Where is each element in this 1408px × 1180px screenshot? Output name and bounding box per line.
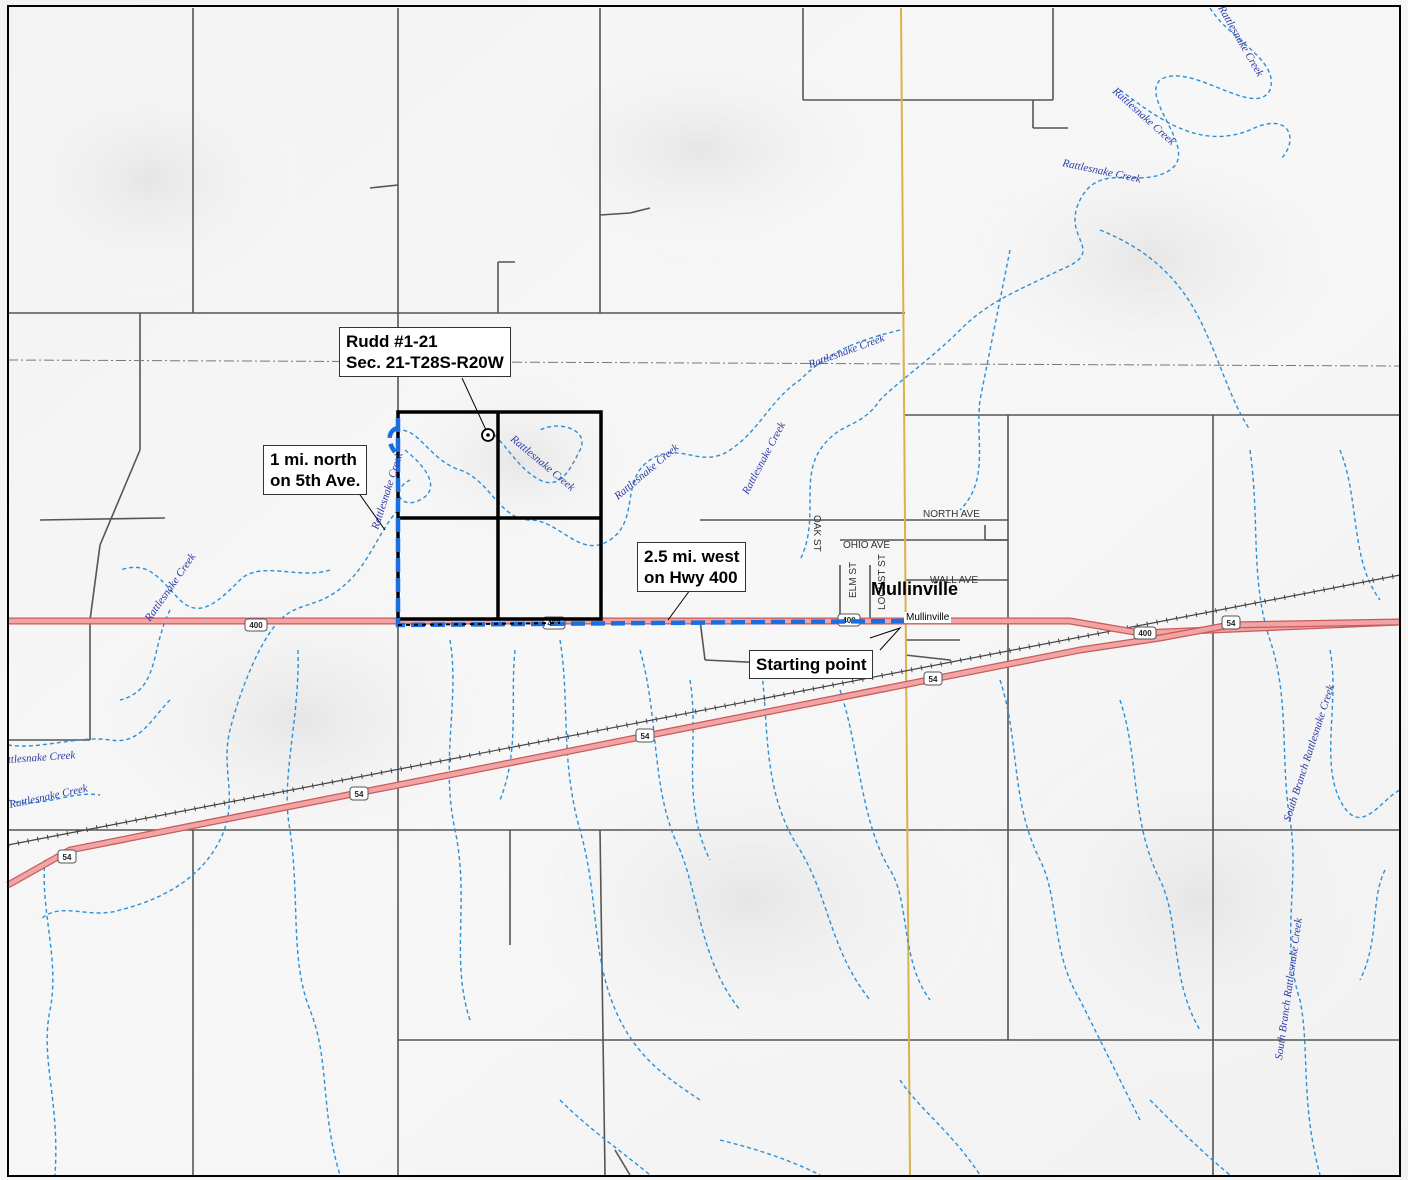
creek-label: ttlesnake Creek xyxy=(7,749,76,766)
town-small-label: Mullinville xyxy=(904,612,952,623)
well-marker[interactable] xyxy=(481,428,495,442)
callout-leaders xyxy=(357,377,902,651)
street-label-locust-st: LOCUST ST xyxy=(877,554,888,610)
township-line xyxy=(7,359,1401,367)
town-label: Mullinville xyxy=(871,579,959,599)
svg-text:400: 400 xyxy=(249,621,263,630)
creeks xyxy=(7,7,1401,1176)
us54-shield: 54 xyxy=(635,728,655,743)
svg-text:54: 54 xyxy=(929,675,938,684)
street-label-elm-st: ELM ST xyxy=(848,562,859,598)
north-direction-callout: 1 mi. north on 5th Ave. xyxy=(263,445,368,495)
west-direction-callout: 2.5 mi. west on Hwy 400 xyxy=(637,542,747,592)
street-label-ohio-ave: OHIO AVE xyxy=(843,540,890,551)
us54-shield: 54 xyxy=(57,849,77,864)
svg-text:54: 54 xyxy=(641,732,650,741)
railroad xyxy=(7,572,1401,848)
hwy400-shield: 400 xyxy=(1133,626,1157,640)
us54-shield: 54 xyxy=(1221,615,1241,630)
svg-text:400: 400 xyxy=(1138,629,1152,638)
svg-text:54: 54 xyxy=(63,853,72,862)
svg-text:400: 400 xyxy=(842,616,856,625)
street-label-oak-st: OAK ST xyxy=(811,515,822,552)
street-label-wall-ave: WALL AVE xyxy=(930,575,978,586)
us54-shield: 54 xyxy=(923,671,943,686)
lease-outline xyxy=(396,410,603,621)
street-label-north-ave: NORTH AVE xyxy=(923,509,980,520)
svg-text:54: 54 xyxy=(355,790,364,799)
map-frame xyxy=(7,5,1401,1177)
svg-text:54: 54 xyxy=(1227,619,1236,628)
us54-shield: 54 xyxy=(349,786,369,801)
hwy400-shield: 400 xyxy=(244,618,268,632)
starting-point-callout: Starting point xyxy=(749,650,874,679)
directions-route xyxy=(387,412,906,628)
meridian-line xyxy=(900,7,911,1176)
well-callout: Rudd #1-21 Sec. 21-T28S-R20W xyxy=(339,327,511,377)
